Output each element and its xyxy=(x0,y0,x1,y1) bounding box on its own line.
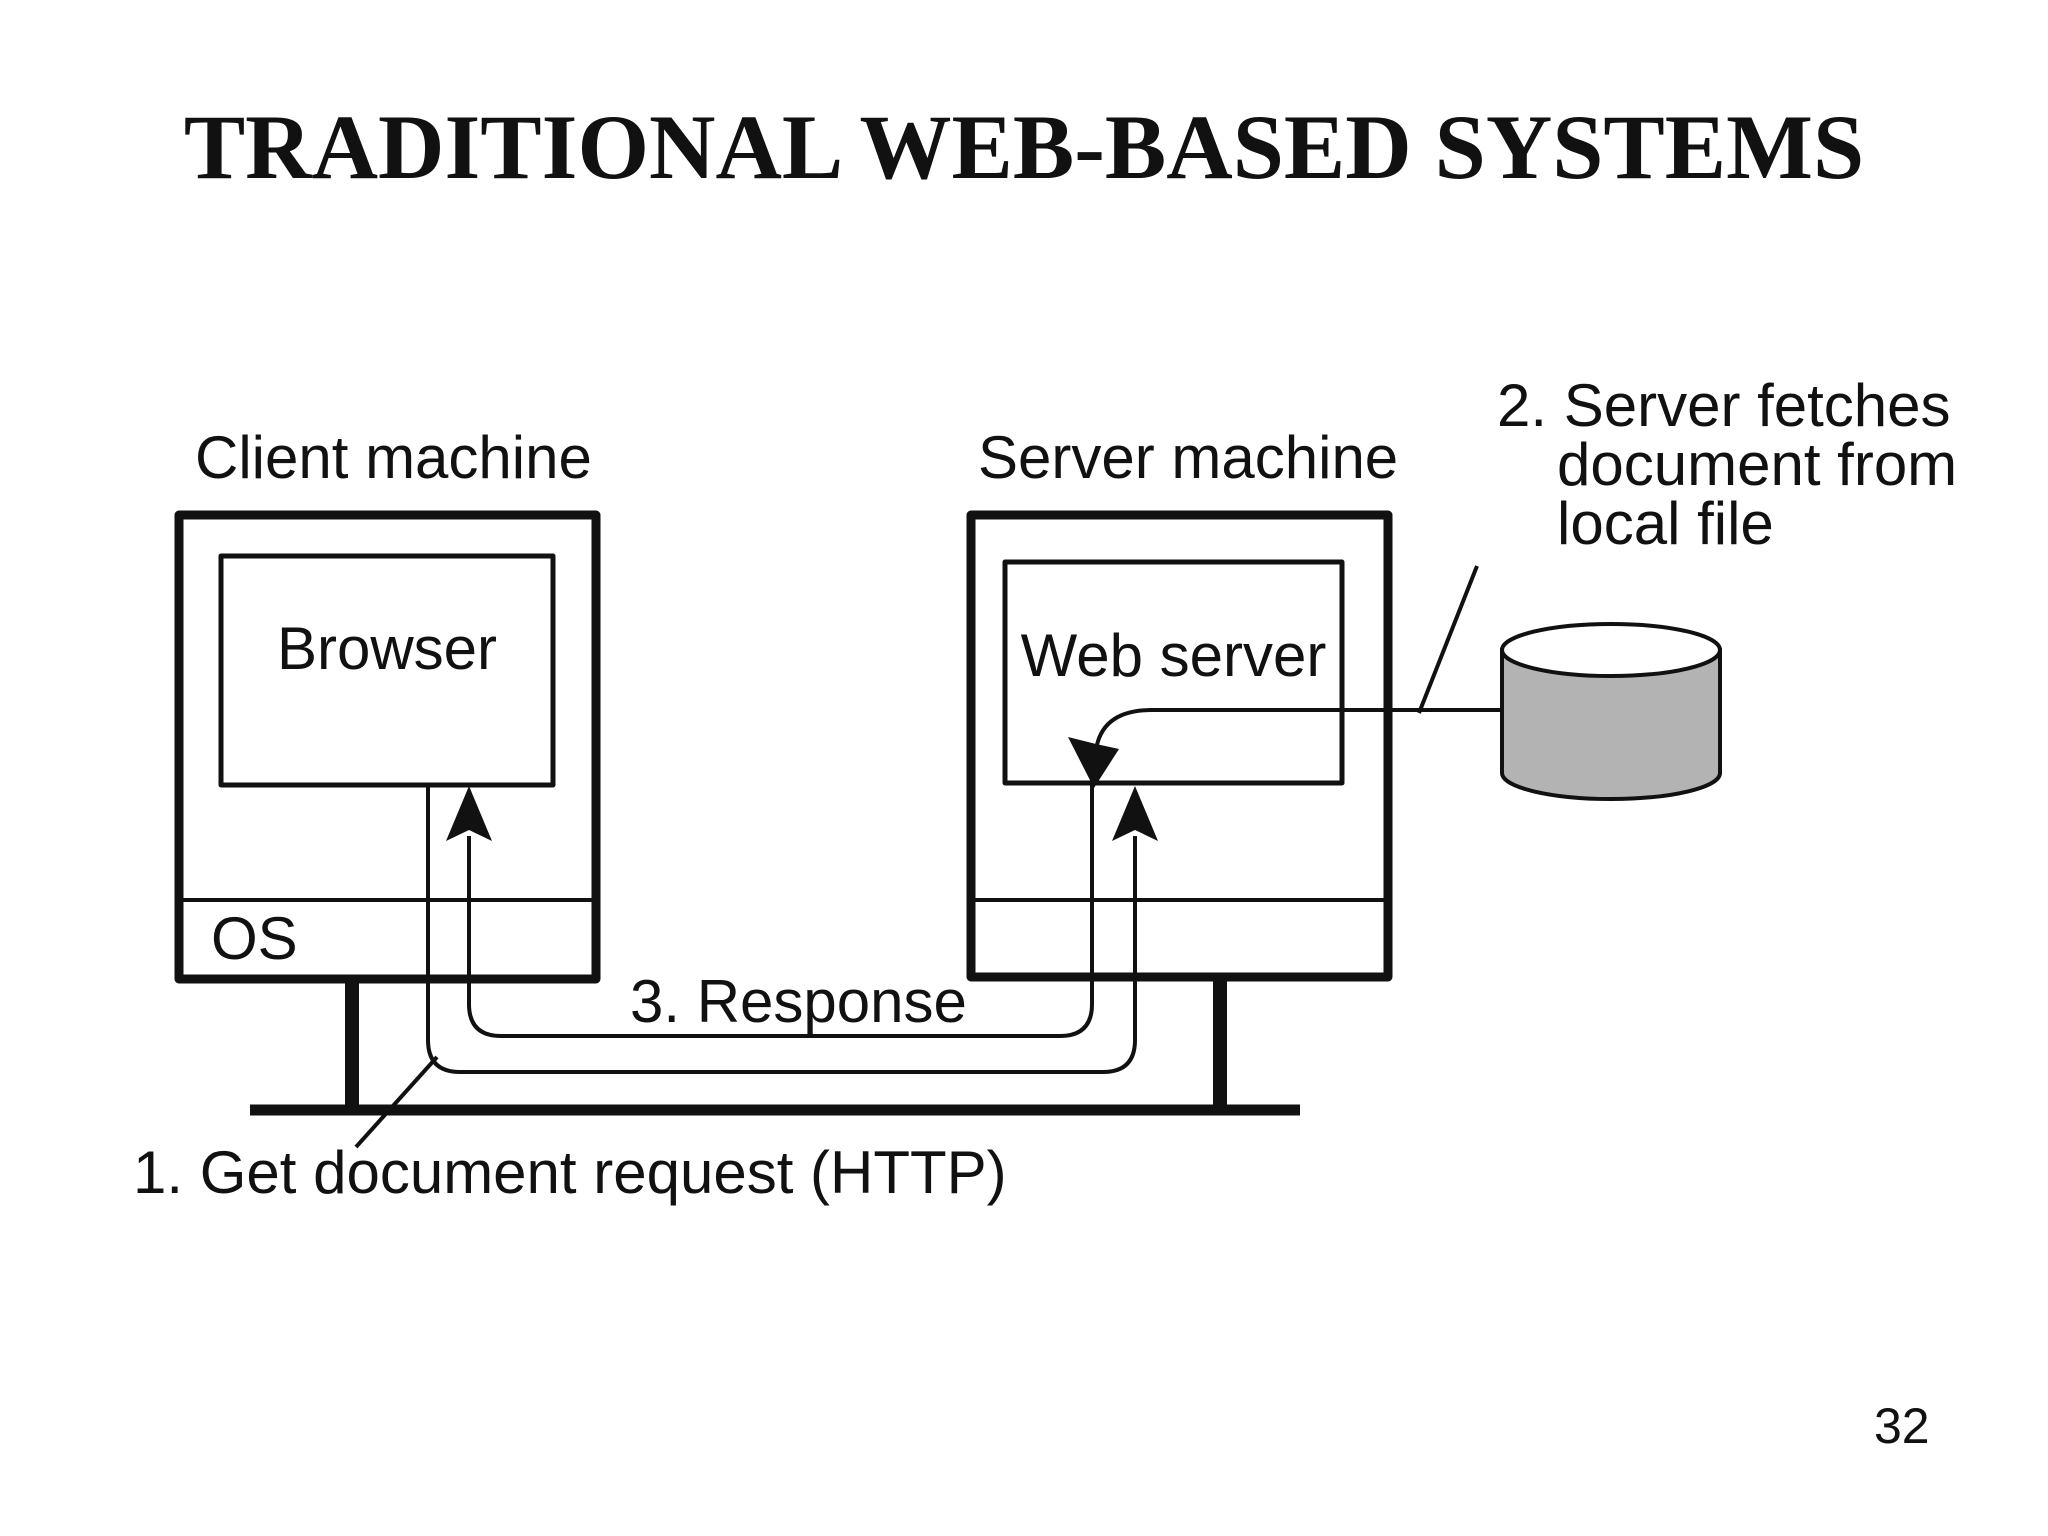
db-fetch-arrowhead xyxy=(1068,737,1119,788)
server-machine-box xyxy=(966,510,1393,982)
web-server-label: Web server xyxy=(1020,622,1327,689)
client-machine-box xyxy=(174,510,601,984)
server-machine-label: Server machine xyxy=(978,424,1399,491)
web-server-box xyxy=(1002,559,1345,786)
browser-box xyxy=(218,553,556,788)
database-cylinder-top xyxy=(1500,622,1722,678)
response-arrowhead xyxy=(446,786,492,841)
step2-pointer-line xyxy=(1417,565,1479,714)
os-label: OS xyxy=(211,905,298,972)
request-path xyxy=(426,786,1137,1074)
response-path xyxy=(467,784,1094,1038)
step1-label: 1. Get document request (HTTP) xyxy=(133,1139,1007,1206)
slide-title: TRADITIONAL WEB-BASED SYSTEMS xyxy=(183,96,1865,198)
step1-pointer-line xyxy=(354,1055,439,1149)
step3-label: 3. Response xyxy=(630,968,967,1035)
request-arrowhead xyxy=(1112,786,1158,841)
step2-label-line2: document from xyxy=(1557,431,1958,498)
browser-label: Browser xyxy=(276,615,498,682)
step2-label-line1: 2. Server fetches xyxy=(1497,372,1951,439)
database-cylinder xyxy=(1500,622,1722,801)
db-fetch-path xyxy=(1093,708,1502,757)
database-cylinder-body xyxy=(1500,648,1722,801)
step2-label-line3: local file xyxy=(1557,490,1774,557)
client-machine-label: Client machine xyxy=(195,424,592,491)
page-number: 32 xyxy=(1874,1398,1930,1454)
